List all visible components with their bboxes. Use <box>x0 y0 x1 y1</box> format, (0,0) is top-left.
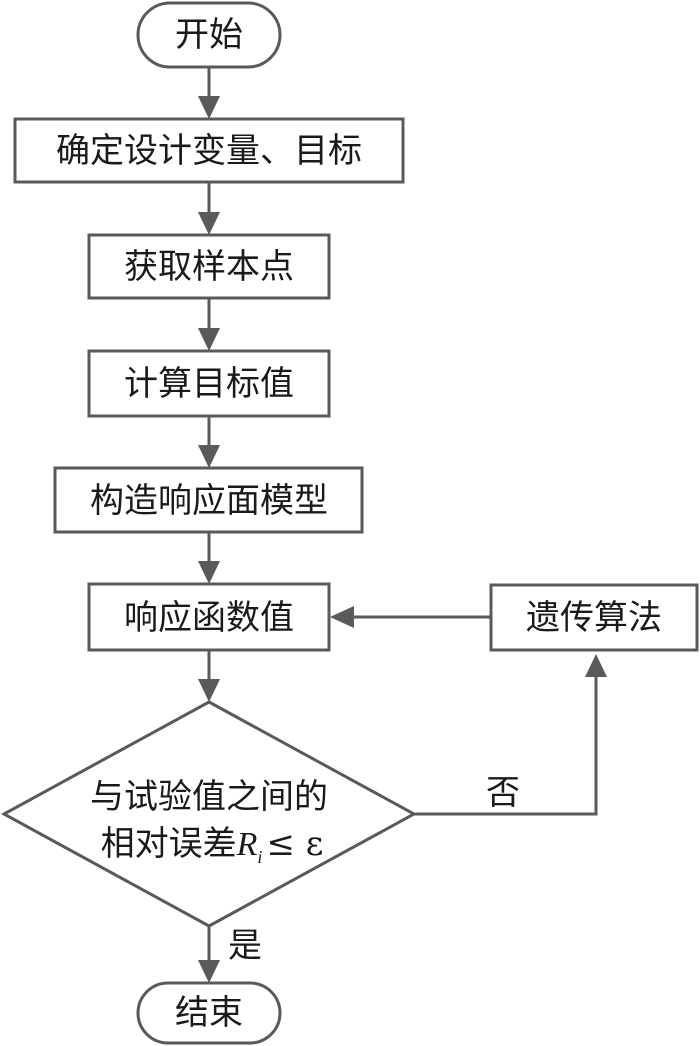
ga-label: 遗传算法 <box>526 598 662 638</box>
end-node: 结束 <box>136 981 282 1045</box>
start-node: 开始 <box>136 1 282 69</box>
build-label: 构造响应面模型 <box>90 481 328 521</box>
decision-node: 与试验值之间的 相对误差Ri≤ ε <box>0 700 418 928</box>
connector-define-sample <box>198 182 220 235</box>
no-label: 否 <box>486 773 520 813</box>
define-label: 确定设计变量、目标 <box>56 131 362 171</box>
compute-node: 计算目标值 <box>87 349 331 418</box>
decision-label-line1: 与试验值之间的 <box>90 777 328 817</box>
ga-node: 遗传算法 <box>489 583 699 652</box>
response-label: 响应函数值 <box>124 598 294 638</box>
response-node: 响应函数值 <box>87 582 331 652</box>
connector-start-define <box>198 67 220 119</box>
yes-label: 是 <box>228 926 262 966</box>
sample-node: 获取样本点 <box>87 233 331 300</box>
connector-sample-compute <box>198 298 220 351</box>
sample-label: 获取样本点 <box>124 247 294 287</box>
compute-label: 计算目标值 <box>124 364 294 404</box>
connector-build-response <box>198 532 220 584</box>
connector-decision-end: 是 <box>198 926 262 983</box>
start-label: 开始 <box>175 15 243 55</box>
connector-response-decision <box>198 650 220 702</box>
connector-decision-ga: 否 <box>414 654 607 816</box>
decision-label-line2: 相对误差Ri≤ ε <box>101 824 324 867</box>
end-label: 结束 <box>175 993 243 1033</box>
define-node: 确定设计变量、目标 <box>13 117 405 184</box>
build-node: 构造响应面模型 <box>53 466 364 534</box>
connector-compute-build <box>198 416 220 468</box>
connector-ga-response <box>330 606 491 628</box>
